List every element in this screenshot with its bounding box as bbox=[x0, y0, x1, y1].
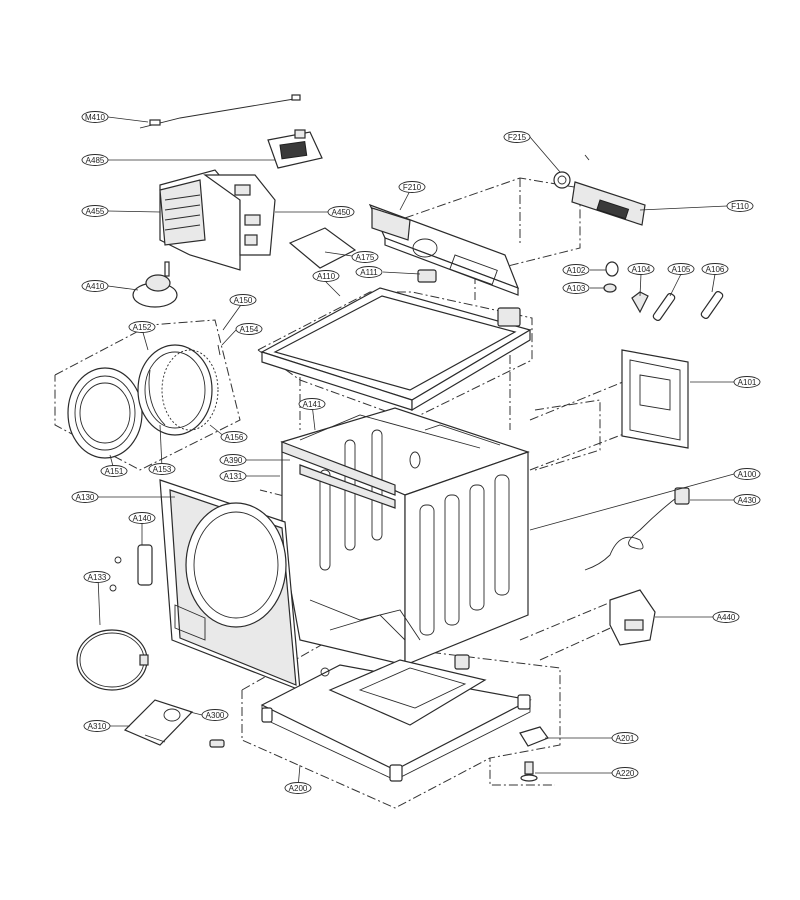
callout-A101: A101 bbox=[733, 376, 761, 388]
callout-A106: A106 bbox=[701, 263, 729, 275]
callout-A103: A103 bbox=[562, 282, 590, 294]
callout-A151: A151 bbox=[100, 465, 128, 477]
svg-text:A450: A450 bbox=[332, 208, 351, 217]
callout-F215: F215 bbox=[503, 131, 531, 143]
svg-text:A430: A430 bbox=[738, 496, 757, 505]
svg-text:A455: A455 bbox=[86, 207, 105, 216]
svg-text:A175: A175 bbox=[356, 253, 375, 262]
callout-labels: M410 A485 A455 A450 A175 A410 F215 F210 … bbox=[71, 111, 761, 794]
callout-A141: A141 bbox=[298, 398, 326, 410]
svg-text:A201: A201 bbox=[616, 734, 635, 743]
callout-M410: M410 bbox=[81, 111, 109, 123]
top-plate bbox=[260, 269, 532, 412]
svg-text:A111: A111 bbox=[360, 268, 378, 277]
callout-A140: A140 bbox=[128, 512, 156, 524]
callout-A390: A390 bbox=[219, 454, 247, 466]
callout-A154: A154 bbox=[235, 323, 263, 335]
svg-text:A106: A106 bbox=[706, 265, 725, 274]
svg-text:M410: M410 bbox=[85, 113, 106, 122]
svg-text:A151: A151 bbox=[105, 467, 124, 476]
right-side-parts bbox=[519, 261, 724, 782]
svg-text:A156: A156 bbox=[225, 433, 244, 442]
svg-text:A141: A141 bbox=[303, 400, 322, 409]
svg-text:A110: A110 bbox=[317, 272, 336, 281]
svg-text:F110: F110 bbox=[731, 202, 749, 211]
svg-text:A133: A133 bbox=[88, 573, 107, 582]
svg-text:A104: A104 bbox=[632, 265, 651, 274]
svg-text:A300: A300 bbox=[206, 711, 225, 720]
filter-cover bbox=[123, 699, 225, 748]
callout-A131: A131 bbox=[219, 470, 247, 482]
callout-A156: A156 bbox=[220, 431, 248, 443]
front-panel bbox=[76, 479, 301, 691]
callout-F110: F110 bbox=[726, 200, 754, 212]
callout-A153: A153 bbox=[148, 463, 176, 475]
callout-A100: A100 bbox=[733, 468, 761, 480]
control-panel bbox=[368, 154, 646, 296]
base-assembly bbox=[260, 654, 532, 782]
svg-text:A103: A103 bbox=[567, 284, 586, 293]
svg-text:A140: A140 bbox=[133, 514, 152, 523]
svg-text:F215: F215 bbox=[508, 133, 527, 142]
callout-A175: A175 bbox=[351, 251, 379, 263]
callout-A310: A310 bbox=[83, 720, 111, 732]
svg-text:F210: F210 bbox=[403, 183, 422, 192]
callout-A104: A104 bbox=[627, 263, 655, 275]
svg-text:A485: A485 bbox=[86, 156, 105, 165]
callout-A105: A105 bbox=[667, 263, 695, 275]
svg-text:A131: A131 bbox=[224, 472, 243, 481]
callout-A300: A300 bbox=[201, 709, 229, 721]
electronics bbox=[132, 94, 357, 308]
callout-A111: A111 bbox=[355, 266, 383, 278]
callout-A133: A133 bbox=[83, 571, 111, 583]
callout-A220: A220 bbox=[611, 767, 639, 779]
callout-A485: A485 bbox=[81, 154, 109, 166]
callout-A130: A130 bbox=[71, 491, 99, 503]
callout-A150: A150 bbox=[229, 294, 257, 306]
callout-A110: A110 bbox=[312, 270, 340, 282]
svg-text:A130: A130 bbox=[76, 493, 95, 502]
svg-text:A152: A152 bbox=[133, 323, 152, 332]
svg-text:A101: A101 bbox=[738, 378, 757, 387]
callout-A102: A102 bbox=[562, 264, 590, 276]
callout-A200: A200 bbox=[284, 782, 312, 794]
callout-A410: A410 bbox=[81, 280, 109, 292]
svg-text:A410: A410 bbox=[86, 282, 105, 291]
svg-text:A150: A150 bbox=[234, 296, 253, 305]
svg-text:A105: A105 bbox=[672, 265, 691, 274]
callout-A201: A201 bbox=[611, 732, 639, 744]
svg-text:A153: A153 bbox=[153, 465, 172, 474]
cabinet-body bbox=[280, 407, 530, 666]
svg-text:A440: A440 bbox=[717, 613, 736, 622]
door-assembly bbox=[67, 344, 221, 459]
svg-text:A220: A220 bbox=[616, 769, 635, 778]
callout-A450: A450 bbox=[327, 206, 355, 218]
svg-text:A100: A100 bbox=[738, 470, 757, 479]
callout-A440: A440 bbox=[712, 611, 740, 623]
callout-A152: A152 bbox=[128, 321, 156, 333]
callout-A430: A430 bbox=[733, 494, 761, 506]
svg-text:A390: A390 bbox=[224, 456, 243, 465]
callout-A455: A455 bbox=[81, 205, 109, 217]
svg-text:A154: A154 bbox=[240, 325, 259, 334]
svg-text:A200: A200 bbox=[289, 784, 308, 793]
svg-text:A102: A102 bbox=[567, 266, 586, 275]
callout-F210: F210 bbox=[398, 181, 426, 193]
svg-text:A310: A310 bbox=[88, 722, 107, 731]
